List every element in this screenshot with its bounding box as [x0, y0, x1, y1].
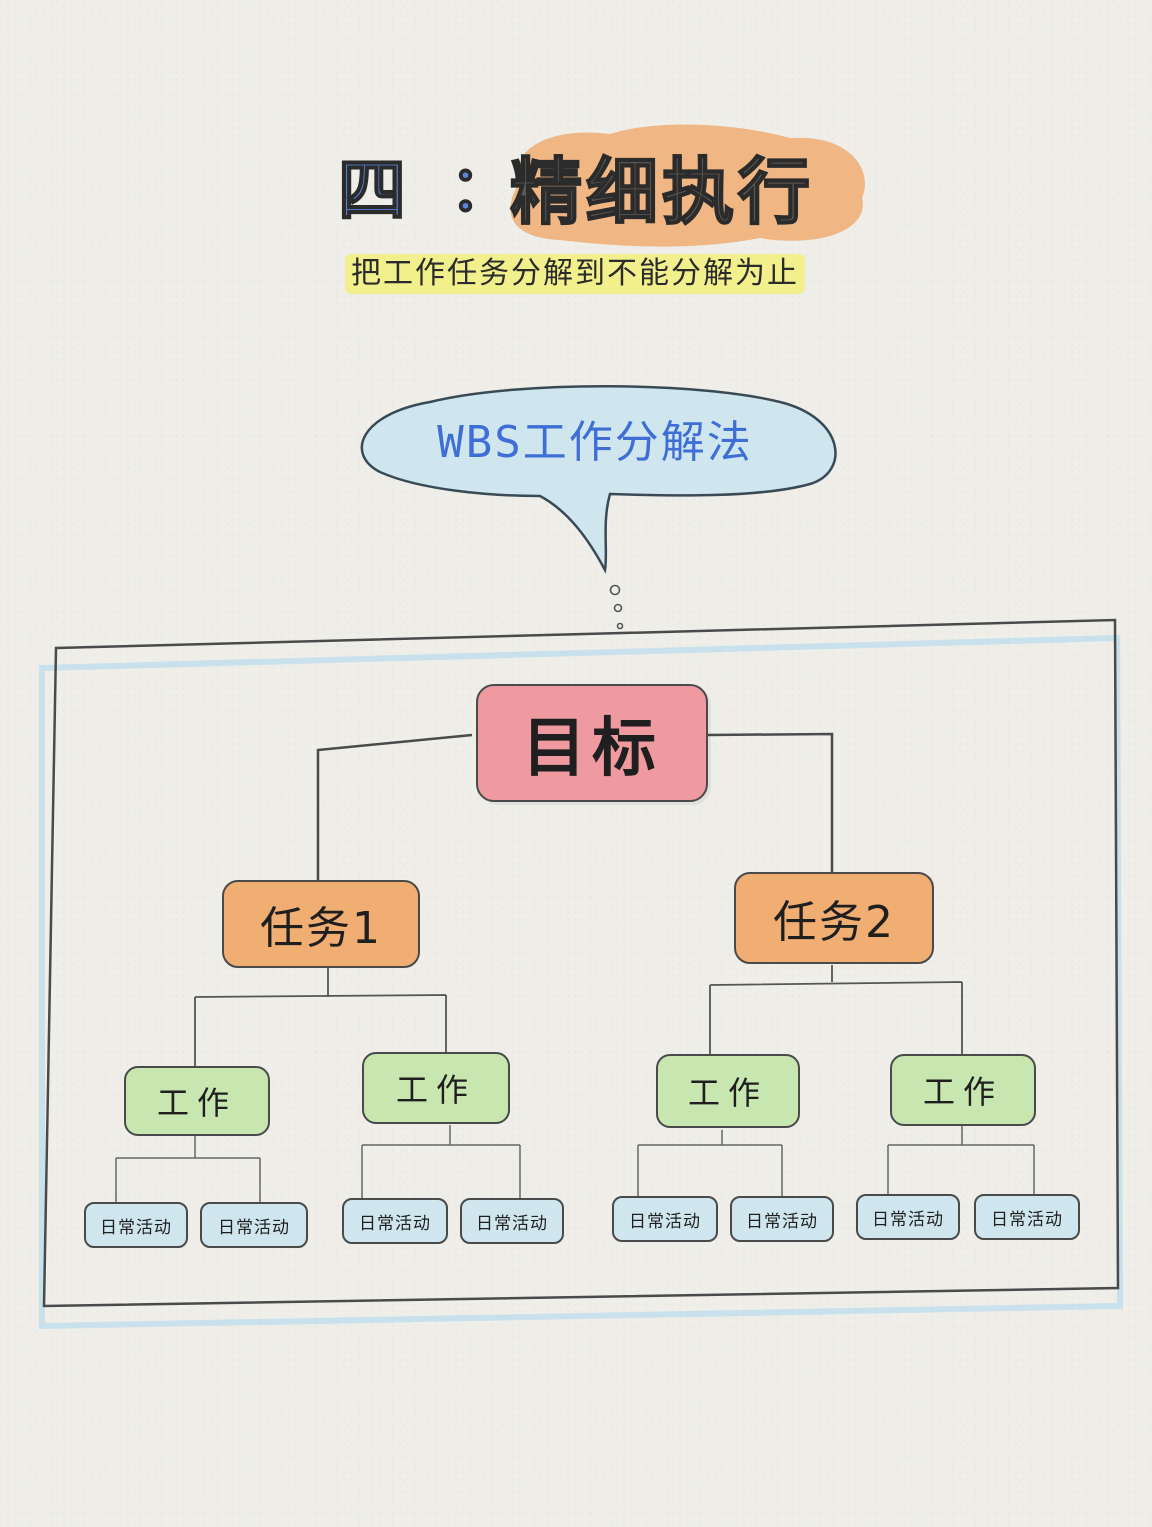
activity-node: 日常活动 — [200, 1202, 308, 1248]
activity-node: 日常活动 — [612, 1196, 718, 1242]
thought-bubble — [360, 385, 837, 630]
section-number: 四 — [337, 152, 409, 231]
goal-node: 目标 — [476, 684, 708, 802]
title-section: 四 ： 精细执行 — [330, 120, 890, 250]
activity-node: 日常活动 — [974, 1194, 1080, 1240]
task-node-2: 任务2 — [734, 872, 934, 964]
title-colon: ： — [449, 152, 513, 225]
title-highlight-blob — [510, 124, 865, 247]
page-title: 精细执行 — [509, 150, 815, 234]
activity-node: 日常活动 — [460, 1198, 564, 1244]
activity-node: 日常活动 — [342, 1198, 448, 1244]
work-node-3: 工作 — [656, 1054, 800, 1128]
activity-node: 日常活动 — [856, 1194, 960, 1240]
work-node-4: 工作 — [890, 1054, 1036, 1126]
page-subtitle: 把工作任务分解到不能分解为止 — [345, 254, 805, 294]
bubble-label: WBS工作分解法 — [437, 417, 753, 468]
activity-node: 日常活动 — [730, 1196, 834, 1242]
activity-node: 日常活动 — [84, 1202, 188, 1248]
work-node-1: 工作 — [124, 1066, 270, 1136]
work-node-2: 工作 — [362, 1052, 510, 1124]
task-node-1: 任务1 — [222, 880, 420, 968]
